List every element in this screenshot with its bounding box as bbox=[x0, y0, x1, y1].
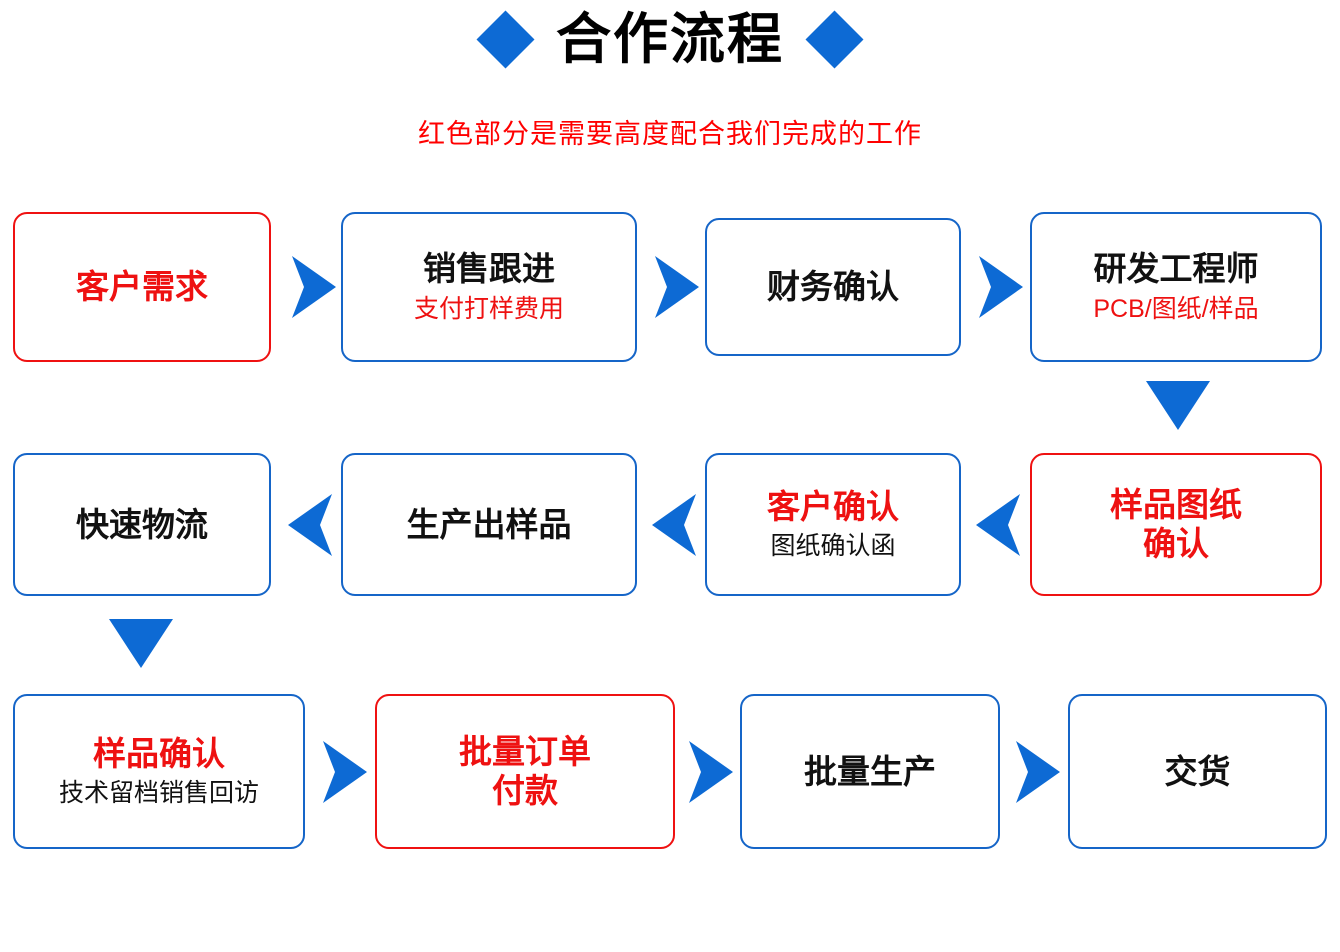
arrow-right-icon-r1-1 bbox=[288, 252, 338, 322]
flow-node-customer-confirm[interactable]: 客户确认 图纸确认函 bbox=[705, 453, 961, 596]
arrow-left-icon-r2-2 bbox=[650, 490, 700, 560]
node-title: 样品确认 bbox=[93, 734, 225, 772]
flow-node-delivery[interactable]: 交货 bbox=[1068, 694, 1327, 849]
arrow-right-icon-r3-2 bbox=[685, 737, 735, 807]
node-title: 客户确认 bbox=[767, 487, 899, 525]
node-title: 销售跟进 bbox=[423, 250, 555, 288]
arrow-right-icon-r1-2 bbox=[651, 252, 701, 322]
node-title: 批量订单 付款 bbox=[459, 732, 591, 809]
node-title: 批量生产 bbox=[804, 752, 936, 790]
diamond-icon-left bbox=[476, 10, 535, 69]
node-subtitle: 支付打样费用 bbox=[413, 294, 564, 323]
node-subtitle: PCB/图纸/样品 bbox=[1093, 294, 1259, 323]
flow-node-sample-confirm[interactable]: 样品确认 技术留档销售回访 bbox=[13, 694, 305, 849]
title-row: 合作流程 bbox=[0, 8, 1340, 70]
flow-node-bulk-production[interactable]: 批量生产 bbox=[740, 694, 1000, 849]
node-title: 研发工程师 bbox=[1093, 250, 1259, 288]
arrow-down-icon-left bbox=[106, 616, 176, 671]
page-title: 合作流程 bbox=[555, 8, 784, 70]
flow-node-finance-confirm[interactable]: 财务确认 bbox=[705, 218, 961, 356]
node-title: 交货 bbox=[1164, 752, 1231, 790]
flow-node-bulk-order-payment[interactable]: 批量订单 付款 bbox=[375, 694, 675, 849]
arrow-down-icon-right bbox=[1143, 378, 1213, 433]
node-title: 客户需求 bbox=[76, 268, 208, 306]
diamond-icon-right bbox=[805, 10, 864, 69]
flow-node-customer-requirement[interactable]: 客户需求 bbox=[13, 212, 271, 362]
node-subtitle: 图纸确认函 bbox=[770, 532, 896, 561]
flow-node-fast-logistics[interactable]: 快速物流 bbox=[13, 453, 271, 596]
node-subtitle: 技术留档销售回访 bbox=[58, 779, 259, 808]
node-title: 快速物流 bbox=[76, 505, 208, 543]
flow-node-sales-followup[interactable]: 销售跟进 支付打样费用 bbox=[341, 212, 637, 362]
flow-node-sample-drawing-confirm[interactable]: 样品图纸 确认 bbox=[1030, 453, 1322, 596]
arrow-right-icon-r3-3 bbox=[1012, 737, 1062, 807]
arrow-right-icon-r3-1 bbox=[319, 737, 369, 807]
arrow-right-icon-r1-3 bbox=[975, 252, 1025, 322]
flow-node-produce-sample[interactable]: 生产出样品 bbox=[341, 453, 637, 596]
arrow-left-icon-r2-3 bbox=[974, 490, 1024, 560]
page-subtitle: 红色部分是需要高度配合我们完成的工作 bbox=[418, 119, 922, 149]
arrow-left-icon-r2-1 bbox=[286, 490, 336, 560]
node-title: 样品图纸 确认 bbox=[1110, 485, 1242, 562]
node-title: 财务确认 bbox=[767, 268, 899, 306]
node-title: 生产出样品 bbox=[406, 505, 572, 543]
flow-node-rd-engineer[interactable]: 研发工程师 PCB/图纸/样品 bbox=[1030, 212, 1322, 362]
page-header: 合作流程 红色部分是需要高度配合我们完成的工作 bbox=[0, 0, 1340, 175]
